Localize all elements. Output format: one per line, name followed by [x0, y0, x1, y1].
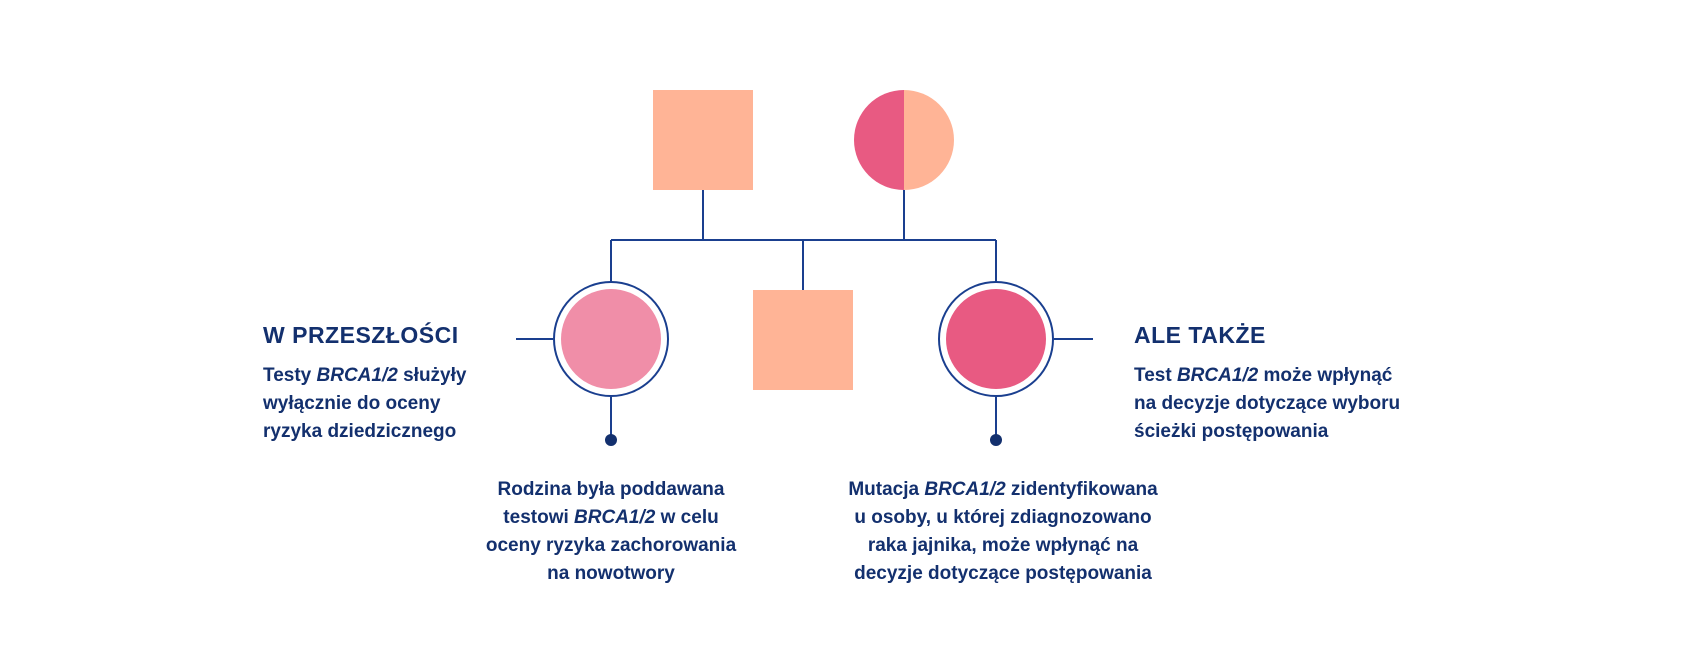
son-square — [753, 290, 853, 390]
left-tail-dot — [605, 434, 617, 446]
right-description-line2: na decyzje dotyczące wyboru — [1134, 393, 1401, 414]
left-heading: W PRZESZŁOŚCI — [263, 322, 459, 348]
left-caption-line2: testowi BRCA1/2 w celu — [503, 507, 719, 528]
gene-name: BRCA1/2 — [316, 365, 398, 386]
right-daughter-circle — [946, 289, 1046, 389]
right-description-line3: ścieżki postępowania — [1134, 421, 1329, 442]
gene-name: BRCA1/2 — [924, 479, 1006, 500]
left-description-line3: ryzyka dziedzicznego — [263, 421, 457, 442]
left-tested-ring — [553, 281, 669, 397]
left-daughter-circle — [561, 289, 661, 389]
gene-name: BRCA1/2 — [574, 507, 656, 528]
right-description-line1: Test BRCA1/2 może wpłynąć — [1134, 365, 1393, 386]
father-square — [653, 90, 753, 190]
left-caption-line3: oceny ryzyka zachorowania — [485, 535, 737, 556]
right-caption-line4: decyzje dotyczące postępowania — [854, 563, 1152, 584]
right-caption-line2: u osoby, u której zdiagnozowano — [854, 507, 1152, 528]
pedigree-connectors — [516, 190, 1093, 440]
left-caption-line1: Rodzina była poddawana — [497, 479, 725, 500]
left-description-line1: Testy BRCA1/2 służyły — [263, 365, 467, 386]
right-heading: ALE TAKŻE — [1134, 322, 1266, 348]
mother-circle — [854, 90, 954, 190]
gene-name: BRCA1/2 — [1176, 365, 1259, 386]
left-caption: Rodzina była poddawana testowi BRCA1/2 w… — [446, 476, 776, 588]
right-tail-dot — [990, 434, 1002, 446]
right-caption: Mutacja BRCA1/2 zidentyfikowana u osoby,… — [808, 476, 1198, 588]
left-description-line2: wyłącznie do oceny — [263, 393, 441, 414]
left-caption-line4: na nowotwory — [547, 563, 675, 584]
right-caption-line3: raka jajnika, może wpłynąć na — [867, 535, 1139, 556]
right-caption-line1: Mutacja BRCA1/2 zidentyfikowana — [848, 479, 1158, 500]
right-tested-ring — [938, 281, 1054, 397]
left-description: Testy BRCA1/2 służyły wyłącznie do oceny… — [263, 362, 466, 446]
right-description: Test BRCA1/2 może wpłynąć na decyzje dot… — [1134, 362, 1400, 446]
